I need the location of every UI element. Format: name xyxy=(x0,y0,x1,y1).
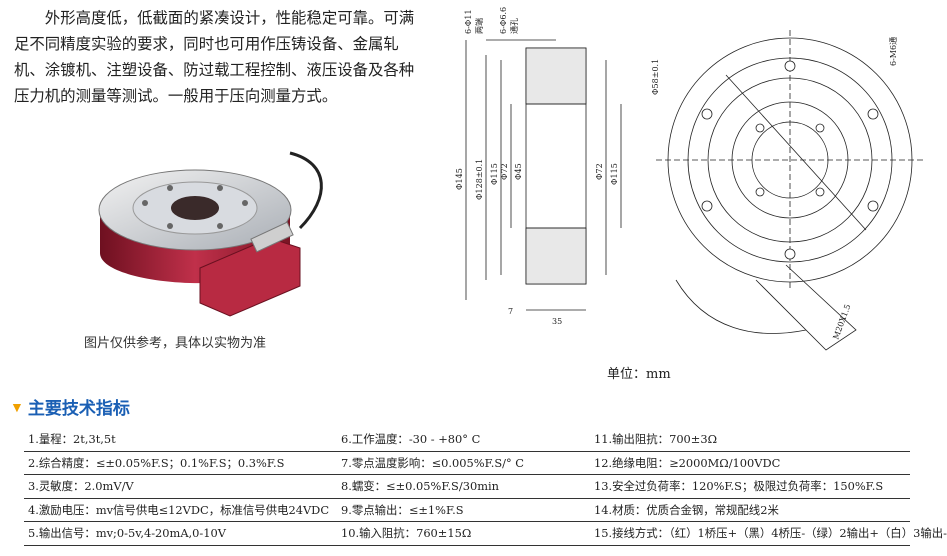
dim-cable: M20X1.5 xyxy=(831,303,852,341)
spec-item: 6.工作温度：-30 - +80° C xyxy=(331,428,584,452)
product-description: 外形高度低，低截面的紧凑设计，性能稳定可靠。可满足不同精度实验的要求，同时也可用… xyxy=(14,6,426,110)
product-photo xyxy=(98,151,323,317)
spec-item: 2.综合精度：≤±0.05%F.S；0.1%F.S；0.3%F.S xyxy=(24,452,331,476)
spec-item: 12.绝缘电阻：≥2000MΩ/100VDC xyxy=(584,452,910,476)
spec-item: 4.激励电压：mv信号供电≤12VDC，标准信号供电24VDC xyxy=(24,499,331,523)
section-view xyxy=(465,39,622,311)
dim-circle: Φ58±0.1 xyxy=(651,59,660,95)
dim-left-4: Φ45 xyxy=(514,163,523,180)
dim-right-1: Φ115 xyxy=(610,163,619,185)
spec-item: 5.输出信号：mv;0-5v,4-20mA,0-10V xyxy=(24,522,331,546)
technical-drawing: 6-Φ11 两端 6-Φ6.6 通孔 Φ145 Φ128±0.1 Φ115 Φ7… xyxy=(455,7,924,351)
description-text: 外形高度低，低截面的紧凑设计，性能稳定可靠。可满足不同精度实验的要求，同时也可用… xyxy=(14,10,415,105)
spec-table: 1.量程：2t,3t,5t 2.综合精度：≤±0.05%F.S；0.1%F.S；… xyxy=(24,428,947,546)
dim-left-3: Φ72 xyxy=(500,163,509,180)
unit-label: 单位：mm xyxy=(607,367,671,382)
top-view xyxy=(656,30,924,351)
spec-item: 15.接线方式：（红）1桥压+（黑）4桥压-（绿）2输出+（白）3输出- xyxy=(584,522,947,546)
photo-caption: 图片仅供参考，具体以实物为准 xyxy=(84,336,267,351)
dim-bottom-0: 7 xyxy=(508,307,513,316)
section-title: ▼ 主要技术指标 xyxy=(10,394,130,419)
section-title-text: 主要技术指标 xyxy=(27,399,130,418)
triangle-icon: ▼ xyxy=(10,398,24,415)
spec-column-2: 6.工作温度：-30 - +80° C 7.零点温度影响：≤0.005%F.S/… xyxy=(331,428,584,546)
dim-thread: 6-M6通 xyxy=(888,37,898,66)
spec-item: 11.输出阻抗：700±3Ω xyxy=(584,428,910,452)
dim-left-0: Φ145 xyxy=(455,168,464,190)
dim-top-3: 通孔 xyxy=(509,18,519,34)
dim-bottom-1: 35 xyxy=(552,317,562,326)
spec-item: 9.零点输出：≤±1%F.S xyxy=(331,499,584,523)
dim-right-0: Φ72 xyxy=(595,163,604,180)
spec-item: 8.蠕变：≤±0.05%F.S/30min xyxy=(331,475,584,499)
spec-item: 14.材质：优质合金钢，常规配线2米 xyxy=(584,499,910,523)
dim-left-2: Φ115 xyxy=(490,163,499,185)
dim-top-1: 两端 xyxy=(474,18,484,34)
dim-top-2: 6-Φ6.6 xyxy=(499,7,508,34)
spec-column-3: 11.输出阻抗：700±3Ω 12.绝缘电阻：≥2000MΩ/100VDC 13… xyxy=(584,428,947,546)
dim-left-1: Φ128±0.1 xyxy=(475,159,484,200)
spec-item: 13.安全过负荷率：120%F.S；极限过负荷率：150%F.S xyxy=(584,475,910,499)
spec-item: 10.输入阻抗：760±15Ω xyxy=(331,522,584,546)
spec-item: 1.量程：2t,3t,5t xyxy=(24,428,331,452)
spec-column-1: 1.量程：2t,3t,5t 2.综合精度：≤±0.05%F.S；0.1%F.S；… xyxy=(24,428,331,546)
spec-item: 7.零点温度影响：≤0.005%F.S/° C xyxy=(331,452,584,476)
dim-top-0: 6-Φ11 xyxy=(464,9,473,34)
spec-item: 3.灵敏度：2.0mV/V xyxy=(24,475,331,499)
